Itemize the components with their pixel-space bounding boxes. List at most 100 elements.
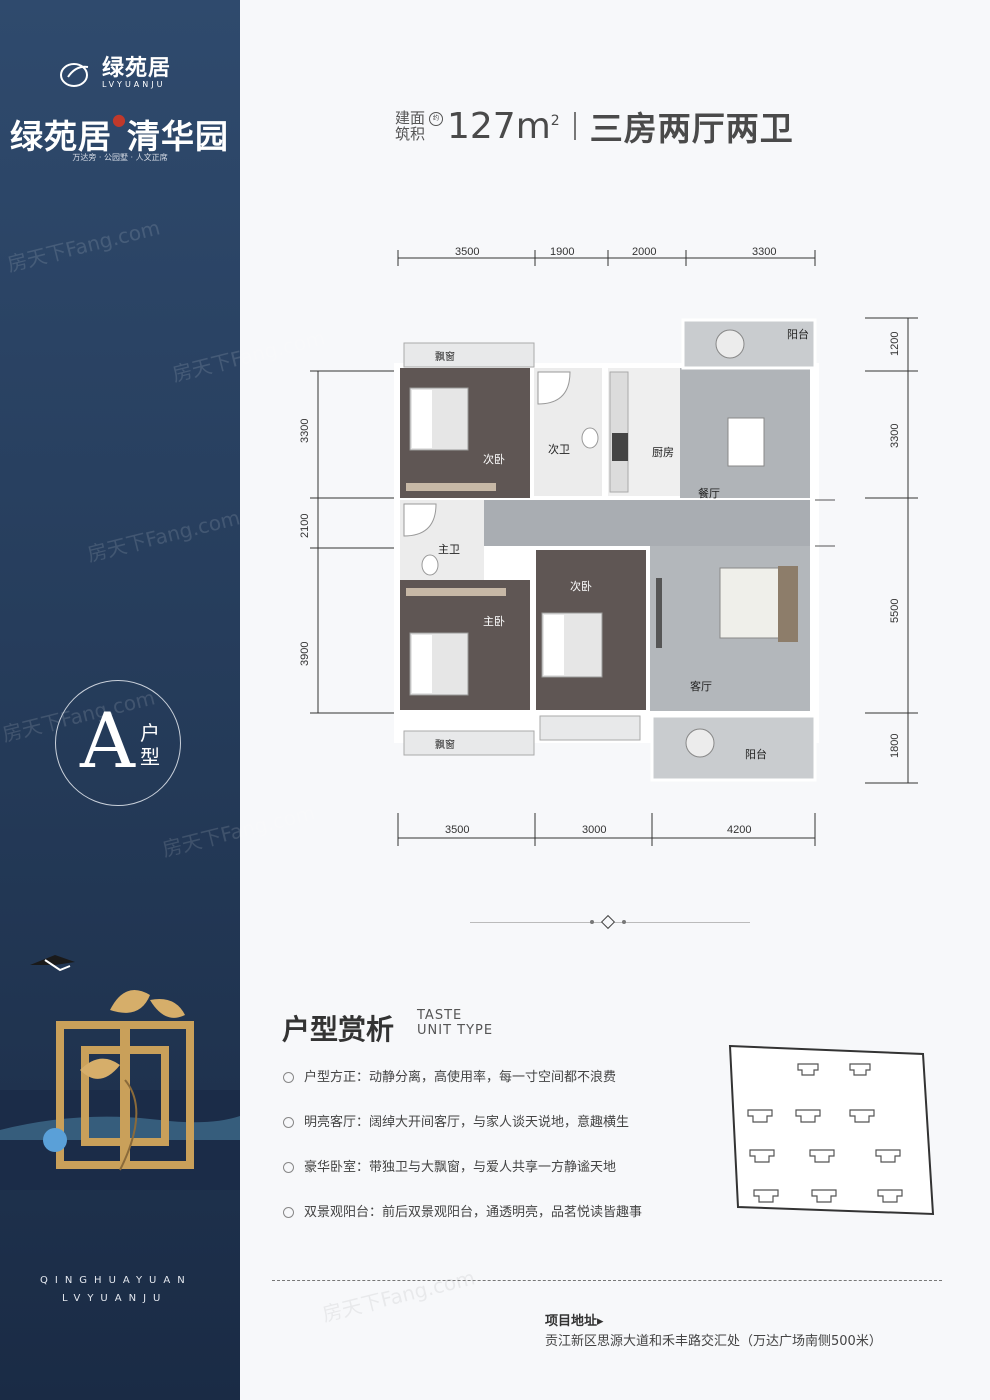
label-bedroom-2a: 次卧: [483, 452, 505, 466]
project-title: 绿苑居●清华园: [10, 110, 229, 158]
dim-top-2: 1900: [550, 246, 574, 258]
tv-cabinet: [656, 578, 662, 648]
unit-type-badge: A 户型: [55, 680, 181, 806]
pinyin-line-1: QINGHUAYUAN: [40, 1275, 192, 1286]
balcony-table-bottom: [685, 728, 715, 758]
area-value: 127m2: [447, 106, 560, 147]
bed-2b-pillows: [544, 615, 564, 675]
kitchen-stove: [612, 433, 628, 461]
feature-text: 户型方正：动静分离，高使用率，每一寸空间都不浪费: [304, 1070, 617, 1085]
feature-item: 户型方正：动静分离，高使用率，每一寸空间都不浪费: [283, 1066, 616, 1085]
feature-text: 豪华卧室：带独卫与大飘窗，与爱人共享一方静谧天地: [304, 1160, 617, 1175]
label-kitchen: 厨房: [652, 446, 674, 459]
sofa: [778, 566, 798, 642]
label-dining: 餐厅: [698, 486, 720, 500]
header-separator: [573, 112, 576, 140]
shower-2: [537, 371, 571, 405]
label-master-bath: 主卫: [438, 543, 460, 556]
floor-plan: 3500 1900 2000 3300 3500 3000 4200 3300 …: [299, 246, 918, 846]
watermark: 房天下Fang.com: [319, 1265, 478, 1327]
dining-table: [727, 417, 765, 467]
feature-text: 明亮客厅：阔绰大开间客厅，与家人谈天说地，意趣横生: [304, 1115, 630, 1130]
living-rug: [719, 567, 781, 639]
balcony-bottom: [650, 714, 817, 782]
master-bed-pillows: [412, 635, 432, 693]
label-master-bedroom: 主卧: [483, 615, 505, 628]
toilet-master: [421, 554, 439, 576]
shower-master: [403, 503, 437, 537]
bullet-icon: [283, 1072, 294, 1083]
brand-logo: 绿苑居 LVYUANJU: [58, 58, 171, 90]
address-text: 贡江新区思源大道和禾丰路交汇处（万达广场南侧500米）: [545, 1334, 882, 1349]
logo-cn-text: 绿苑居: [102, 56, 172, 81]
area-unit: m: [515, 105, 551, 147]
bay-window-bottom: [403, 730, 535, 756]
area-unit-sup: 2: [550, 112, 560, 129]
bottom-dimension-line: [397, 813, 816, 846]
label-balcony-bottom: 阳台: [745, 747, 767, 761]
area-label: 建面 筑积: [395, 110, 429, 142]
tagline: 万达旁 · 公园墅 · 人文正席: [72, 153, 168, 162]
bullet-icon: [283, 1207, 294, 1218]
label-bay-window-top: 飘窗: [435, 350, 455, 363]
analysis-title-en-1: TASTE: [417, 1008, 463, 1023]
dim-left-3: 3900: [299, 642, 311, 666]
toilet-2: [581, 427, 599, 449]
watermark: 房天下Fang.com: [84, 505, 243, 567]
footer-dashed-line: [272, 1280, 942, 1281]
dim-right-2: 3300: [889, 424, 901, 448]
area-header: 建面 筑积 约 127m2 三房两厅两卫: [395, 102, 794, 150]
label-bay-window-bottom: 飘窗: [435, 738, 455, 751]
watermark: 房天下Fang.com: [4, 215, 163, 277]
dim-top-1: 3500: [455, 246, 479, 258]
feature-item: 明亮客厅：阔绰大开间客厅，与家人谈天说地，意趣横生: [283, 1111, 629, 1130]
area-label-bottom: 筑积: [395, 125, 426, 143]
label-living: 客厅: [690, 679, 712, 693]
bullet-icon: [283, 1162, 294, 1173]
project-title-b: 清华园: [126, 117, 229, 156]
area-number: 127: [447, 105, 516, 147]
feature-item: 双景观阳台：前后双景观阳台，通透明亮，品茗悦读皆趣事: [283, 1201, 642, 1220]
pinyin-line-2: LVYUANJU: [62, 1293, 168, 1304]
dim-left-1: 3300: [299, 419, 311, 443]
leaf-logo-icon: [60, 63, 89, 87]
project-title-a: 绿苑居: [10, 117, 112, 156]
bay-window-top: [403, 342, 535, 368]
approx-badge: 约: [429, 112, 443, 126]
analysis-title: 户型赏析: [282, 1013, 395, 1046]
divider-dot: [622, 920, 626, 924]
site-plan-map: [728, 1044, 935, 1216]
address-label: 项目地址▸: [545, 1314, 604, 1329]
dim-bottom-1: 3500: [445, 824, 469, 836]
layout-type: 三房两厅两卫: [589, 109, 794, 148]
title-dot: ●: [112, 110, 127, 129]
left-dimension-line: [310, 370, 400, 714]
feature-item: 豪华卧室：带独卫与大飘窗，与爱人共享一方静谧天地: [283, 1156, 616, 1175]
dim-bottom-3: 4200: [727, 824, 751, 836]
dim-right-4: 1800: [889, 734, 901, 758]
dim-bottom-2: 3000: [582, 824, 606, 836]
bed-2a-pillows: [412, 390, 432, 448]
unit-type-suffix: 户型: [140, 721, 160, 769]
left-brand-panel: 绿苑居 LVYUANJU 绿苑居●清华园 万达旁 · 公园墅 · 人文正席 房天…: [0, 0, 327, 1400]
right-dimension-line: [865, 317, 918, 784]
analysis-title-en-2: UNIT TYPE: [417, 1023, 494, 1038]
dim-left-2: 2100: [299, 514, 311, 538]
top-dimension-line: [397, 250, 816, 266]
logo-en-text: LVYUANJU: [102, 80, 166, 89]
label-balcony-top: 阳台: [787, 327, 809, 341]
bullet-icon: [283, 1117, 294, 1128]
analysis-title-en: TASTE UNIT TYPE: [417, 1008, 493, 1038]
divider-diamond-icon: [600, 914, 616, 930]
dim-right-1: 1200: [889, 332, 901, 356]
gold-ornament-illustration: [0, 955, 240, 1190]
label-bedroom-2b: 次卧: [570, 579, 592, 593]
kitchen-counter: [609, 371, 629, 493]
balcony-table-top: [715, 329, 745, 359]
label-bath-2: 次卫: [548, 442, 570, 456]
dim-top-3: 2000: [632, 246, 656, 258]
divider-dot: [590, 920, 594, 924]
dim-right-3: 5500: [889, 599, 901, 623]
bay-window-middle: [539, 715, 641, 741]
unit-type-letter: A: [80, 696, 135, 785]
